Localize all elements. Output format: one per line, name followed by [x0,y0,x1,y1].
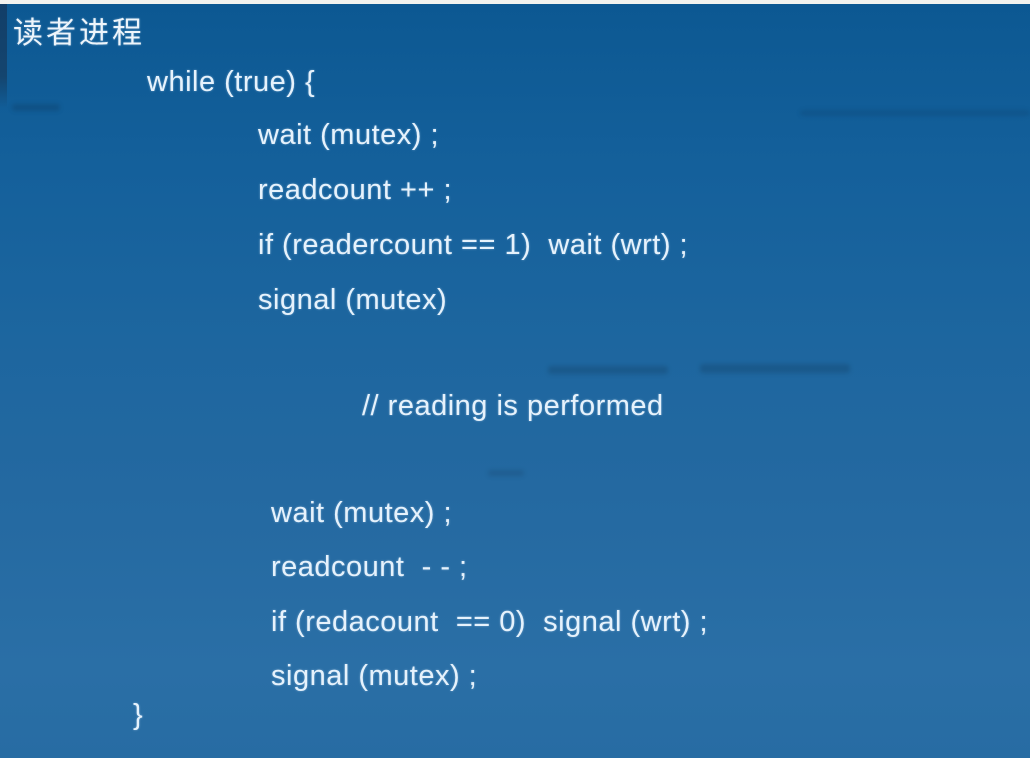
code-line-readcount-increment: readcount ++ ; [258,174,453,206]
video-artifact [12,104,60,111]
video-artifact [800,110,1030,116]
video-artifact [488,470,524,476]
code-line-if-redacount-signal-wrt: if (redacount == 0) signal (wrt) ; [271,606,709,638]
left-edge-band [0,4,7,108]
code-line-wait-mutex-2: wait (mutex) ; [271,497,453,529]
video-artifact [700,364,850,373]
code-closing-brace: } [133,699,144,731]
code-comment-reading-performed: // reading is performed [362,390,664,422]
top-edge-line [0,0,1030,4]
slide-title: 读者进程 [13,16,145,51]
code-line-if-readercount-wait-wrt: if (readercount == 1) wait (wrt) ; [258,229,689,261]
code-line-signal-mutex-1: signal (mutex) [258,284,448,316]
code-line-while-open: while (true) { [147,66,316,98]
video-artifact [548,366,668,374]
code-line-readcount-decrement: readcount - - ; [271,551,468,583]
code-line-signal-mutex-2: signal (mutex) ; [271,660,478,692]
code-line-wait-mutex-1: wait (mutex) ; [258,119,440,151]
